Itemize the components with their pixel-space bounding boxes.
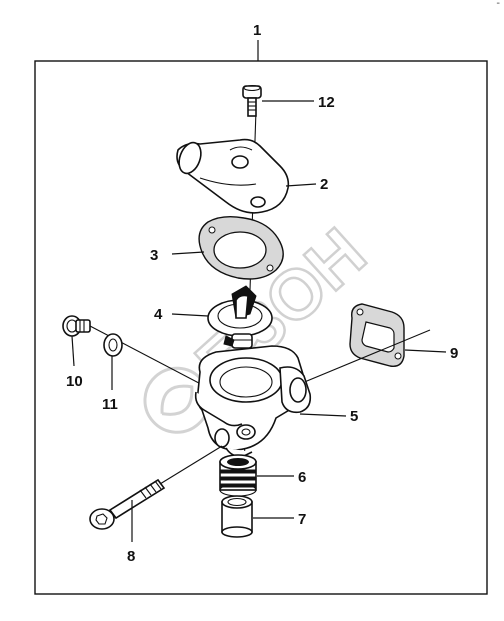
part-6-threaded-sleeve	[219, 454, 257, 497]
part-9-side-gasket	[349, 303, 405, 367]
callout-9: 9	[450, 345, 458, 362]
leader-5	[299, 413, 347, 417]
part-8-long-bolt	[89, 478, 166, 530]
callout-8: 8	[127, 548, 135, 565]
leader-9	[404, 349, 447, 353]
callout-4: 4	[154, 306, 163, 323]
part-12-bolt	[242, 84, 262, 117]
diagram-frame	[34, 60, 488, 595]
part-5-thermostat-housing	[194, 345, 312, 458]
corner-mark: -	[496, 0, 500, 9]
part-3-gasket	[198, 215, 284, 280]
part-4-thermostat	[207, 285, 273, 349]
callout-2: 2	[320, 176, 328, 193]
callout-6: 6	[298, 469, 306, 486]
part-11-washer	[103, 333, 123, 357]
leader-4	[171, 313, 209, 317]
callout-11: 11	[102, 396, 118, 413]
part-2-thermostat-cover	[176, 138, 290, 214]
leader-2	[285, 183, 317, 187]
callout-1: 1	[253, 22, 261, 39]
part-10-plug	[62, 315, 91, 337]
callout-7: 7	[298, 511, 306, 528]
callout-10: 10	[66, 373, 83, 390]
leader-3	[171, 251, 205, 255]
part-9-axis	[289, 329, 431, 389]
leader-10	[71, 335, 75, 367]
callout-12: 12	[318, 94, 335, 111]
callout-5: 5	[350, 408, 358, 425]
watermark-logo-mark	[160, 384, 194, 416]
part-8-axis	[159, 445, 223, 485]
part-7-sleeve	[221, 495, 253, 538]
callout-3: 3	[150, 247, 158, 264]
